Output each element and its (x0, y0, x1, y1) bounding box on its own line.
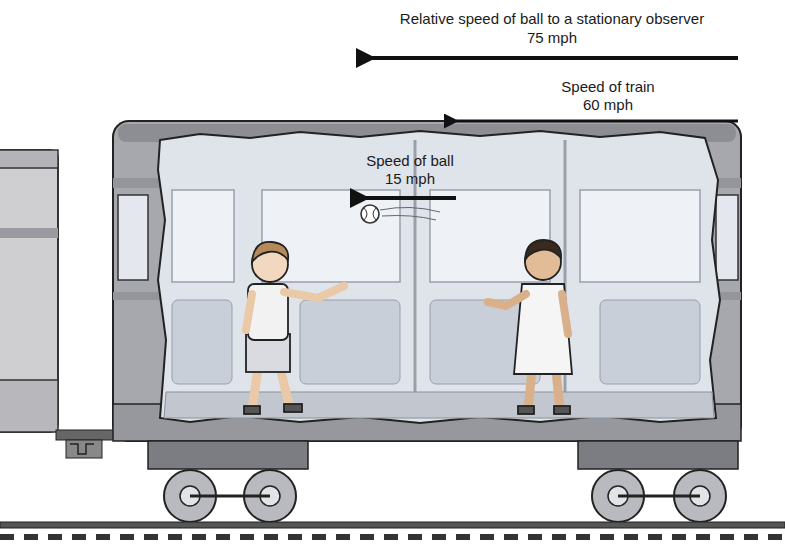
bogies (148, 441, 738, 522)
left-boy-part (252, 368, 258, 410)
previous-car-part (0, 150, 58, 432)
speed-value-holder: 75 mph (527, 29, 577, 47)
cutaway-interior-part (600, 300, 700, 384)
rail-track (0, 522, 785, 537)
right-boy-part (518, 406, 534, 414)
bogies-part (190, 495, 270, 498)
cutaway-interior-part (580, 190, 700, 282)
coupler-part (70, 444, 94, 454)
right-boy-part (488, 294, 526, 306)
left-boy-part (284, 286, 344, 298)
ball-part (361, 205, 379, 223)
train-car-part (716, 195, 738, 280)
train-car (113, 121, 741, 441)
train-speed-caption: Speed of train (561, 78, 654, 96)
rail-track-part (0, 522, 785, 528)
right-boy-part (525, 240, 561, 260)
cutaway-interior-part (164, 392, 714, 418)
cutaway-interior (158, 131, 720, 423)
ball (361, 205, 440, 223)
train-car-part (113, 121, 741, 441)
speed-value-holder: 15 mph (385, 170, 435, 188)
cutaway-interior-part (172, 300, 232, 384)
cutaway-interior-part (172, 190, 234, 282)
speed-value: 60 mph (583, 96, 633, 114)
right-boy-part (554, 406, 570, 414)
coupler-part (56, 430, 116, 440)
train-speed-arrow (456, 120, 738, 123)
speed-value: 75 mph (527, 29, 577, 47)
previous-car (0, 150, 58, 432)
left-boy (244, 242, 344, 414)
train-speed-caption-holder: Speed of train (561, 78, 654, 96)
right-boy (488, 240, 572, 414)
left-boy-part (246, 294, 252, 330)
left-boy-part (244, 406, 260, 414)
cutaway-interior-part (300, 300, 400, 384)
left-boy-part (252, 242, 288, 262)
right-boy-part (562, 294, 568, 334)
coupler (56, 430, 116, 458)
bogies-part (578, 441, 738, 469)
previous-car-part (0, 380, 58, 432)
ball-part (380, 207, 440, 220)
left-boy-part (284, 404, 302, 412)
rail-track-part (0, 534, 785, 540)
speed-value: 15 mph (385, 170, 435, 188)
bogies-part (148, 441, 308, 469)
previous-car-part (0, 150, 58, 168)
ball-part (364, 208, 376, 220)
coupler-part (66, 440, 102, 458)
bogies-part (618, 495, 700, 498)
speed-value-holder: 60 mph (583, 96, 633, 114)
observer-speed-caption-holder: Relative speed of ball to a stationary o… (400, 10, 704, 28)
observer-speed-caption: Relative speed of ball to a stationary o… (400, 10, 704, 28)
right-boy-part (556, 370, 560, 410)
ball-speed-arrow (366, 196, 456, 200)
cutaway-interior-part (158, 131, 720, 423)
ball-speed-caption-holder: Speed of ball (366, 152, 454, 170)
left-boy-part (280, 368, 290, 408)
train-car-part (118, 195, 148, 280)
right-boy-part (528, 370, 532, 410)
relative-speed-arrow (372, 56, 738, 60)
ball-speed-caption: Speed of ball (366, 152, 454, 170)
previous-car-part (0, 228, 58, 238)
